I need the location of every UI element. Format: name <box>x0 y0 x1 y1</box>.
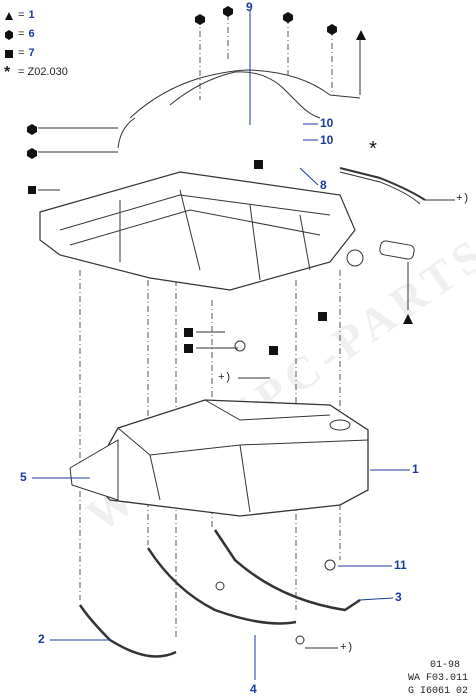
hex-marker <box>327 24 337 35</box>
callout-11: 11 <box>394 558 407 572</box>
callout-10-upper: 10 <box>320 116 334 130</box>
callout-4: 4 <box>250 682 257 696</box>
ref-wa: WA F03.011 <box>408 673 469 684</box>
hex-marker <box>283 12 293 23</box>
ref-g: G I6061 02 <box>408 686 469 697</box>
legend-row-hexagon: = 6 <box>4 25 68 44</box>
filler-pipe <box>339 167 426 201</box>
legend-square-number: 7 <box>28 47 35 59</box>
callout-5: 5 <box>20 470 27 484</box>
callout-9: 9 <box>246 0 253 14</box>
strap-3 <box>213 529 361 612</box>
legend-hexagon-number: 6 <box>28 28 35 40</box>
fuel-tank <box>89 399 369 517</box>
square-marker <box>254 160 263 169</box>
strap-2 <box>78 604 177 658</box>
callout-10-lower: 10 <box>320 133 334 147</box>
hex-marker <box>27 148 37 159</box>
strap-4 <box>146 547 297 625</box>
legend-triangle-number: 1 <box>28 9 35 21</box>
triangle-marker <box>356 30 366 40</box>
square-marker <box>28 186 36 194</box>
vent-tube-left <box>117 117 136 149</box>
tank-left-extension <box>69 439 119 501</box>
legend-row-asterisk: * = Z02.030 <box>4 63 68 82</box>
plus-label-clip: +) <box>218 372 232 384</box>
hex-marker <box>223 6 233 17</box>
triangle-icon <box>5 11 13 20</box>
legend-asterisk-text: = Z02.030 <box>18 66 68 78</box>
plus-label-filler: +) <box>456 193 470 205</box>
legend-row-triangle: = 1 <box>4 6 68 25</box>
hexagon-icon <box>5 29 13 40</box>
asterisk-icon: * <box>4 64 11 81</box>
hex-marker <box>195 14 205 25</box>
hex-marker <box>27 124 37 135</box>
vent-hose-lower <box>169 71 321 119</box>
vent-hose-upper <box>129 69 361 119</box>
triangle-marker <box>403 314 413 324</box>
plus-label-strap: +) <box>340 642 354 654</box>
callout-1: 1 <box>412 462 419 476</box>
callout-3: 3 <box>395 590 402 604</box>
legend-row-square: = 7 <box>4 44 68 63</box>
asterisk-marker: * <box>367 140 380 163</box>
callout-2: 2 <box>38 632 45 646</box>
square-marker <box>184 328 193 337</box>
legend: = 1 = 6 = 7 * = Z02.030 <box>4 6 68 82</box>
ref-date: 01-98 <box>430 660 461 671</box>
callout-8: 8 <box>320 178 327 192</box>
floor-pan <box>39 171 356 291</box>
square-marker <box>184 344 193 353</box>
square-marker <box>269 346 278 355</box>
square-icon <box>5 49 13 58</box>
square-marker <box>318 312 327 321</box>
